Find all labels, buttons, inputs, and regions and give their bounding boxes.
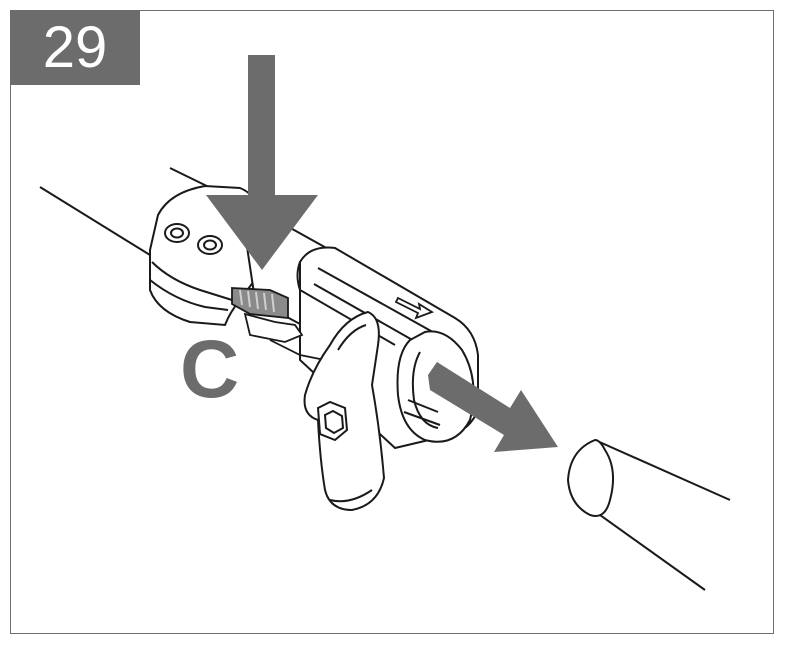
- part-label-c: C: [180, 324, 240, 415]
- pull-arrow-down-right-icon: [428, 362, 558, 452]
- release-latch-part-c: [231, 287, 326, 361]
- press-arrow-down-icon: [206, 55, 318, 270]
- wing-nut: [303, 310, 386, 512]
- detached-tube: [566, 438, 731, 591]
- step-number-badge: 29: [10, 10, 140, 85]
- direction-mark-arrow-right-icon: [394, 296, 435, 320]
